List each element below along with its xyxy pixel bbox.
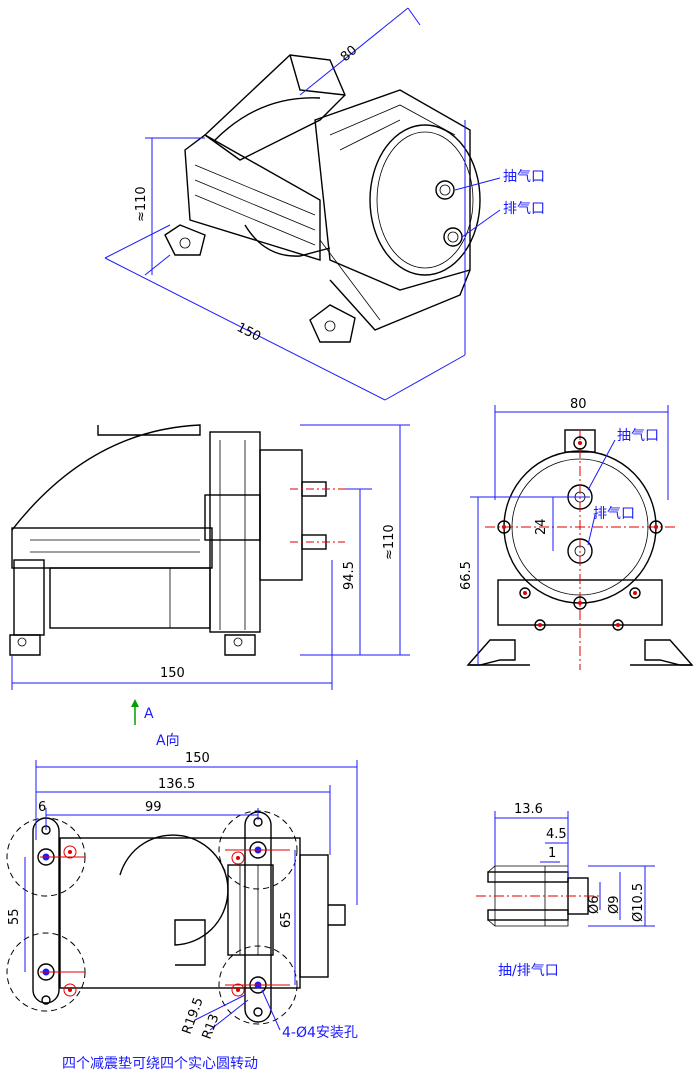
bottom-dim-99: 99 — [145, 800, 162, 815]
view-a-arrow: A A向 — [131, 699, 180, 749]
side-view: 94.5 ≈110 150 — [9, 424, 410, 690]
nozzle-dim-d9: Ø9 — [607, 895, 622, 914]
front-dim-center: 66.5 — [459, 561, 474, 590]
side-dim-length: 150 — [160, 666, 185, 681]
nozzle-caption: 抽/排气口 — [498, 963, 559, 979]
front-view: 80 24 66.5 抽气口 排气口 — [459, 397, 694, 670]
bottom-dim-55: 55 — [7, 908, 22, 925]
nozzle-dim-13: 13.6 — [514, 802, 543, 817]
front-label-exhaust: 排气口 — [593, 506, 635, 522]
nozzle-dim-d105: Ø10.5 — [631, 883, 646, 922]
bottom-label-holes: 4-Ø4安装孔 — [282, 1025, 358, 1041]
bottom-dim-136: 136.5 — [158, 777, 195, 792]
iso-dim-length: 150 — [234, 320, 263, 345]
side-dim-port: 94.5 — [342, 561, 357, 590]
bottom-dim-65: 65 — [279, 911, 294, 928]
bottom-note: 四个减震垫可绕四个实心圆转动 — [62, 1056, 258, 1072]
front-dim-port-spacing: 24 — [534, 518, 549, 535]
nozzle-dim-1: 1 — [548, 846, 556, 861]
side-dim-height: ≈110 — [382, 524, 397, 560]
isometric-view: 80 ≈110 150 抽气口 排气口 — [104, 7, 545, 401]
view-a-title: A向 — [156, 733, 180, 749]
bottom-view: 150 136.5 99 6 55 65 R19.5 R13 4-Ø4安装孔 四… — [6, 751, 358, 1072]
iso-label-exhaust: 排气口 — [503, 201, 545, 217]
arrow-label: A — [144, 706, 154, 722]
bottom-dim-total: 150 — [185, 751, 210, 766]
bottom-dim-r13: R13 — [200, 1012, 223, 1041]
front-dim-width: 80 — [570, 397, 587, 412]
nozzle-dim-d6: Ø6 — [587, 895, 602, 914]
iso-dim-height: ≈110 — [134, 186, 149, 222]
bottom-dim-6: 6 — [38, 800, 46, 815]
front-label-suction: 抽气口 — [617, 428, 659, 444]
nozzle-dim-45: 4.5 — [546, 827, 567, 842]
iso-label-suction: 抽气口 — [503, 169, 545, 185]
nozzle-detail: 13.6 4.5 1 Ø6 Ø9 Ø10.5 抽/排气口 — [476, 802, 655, 979]
